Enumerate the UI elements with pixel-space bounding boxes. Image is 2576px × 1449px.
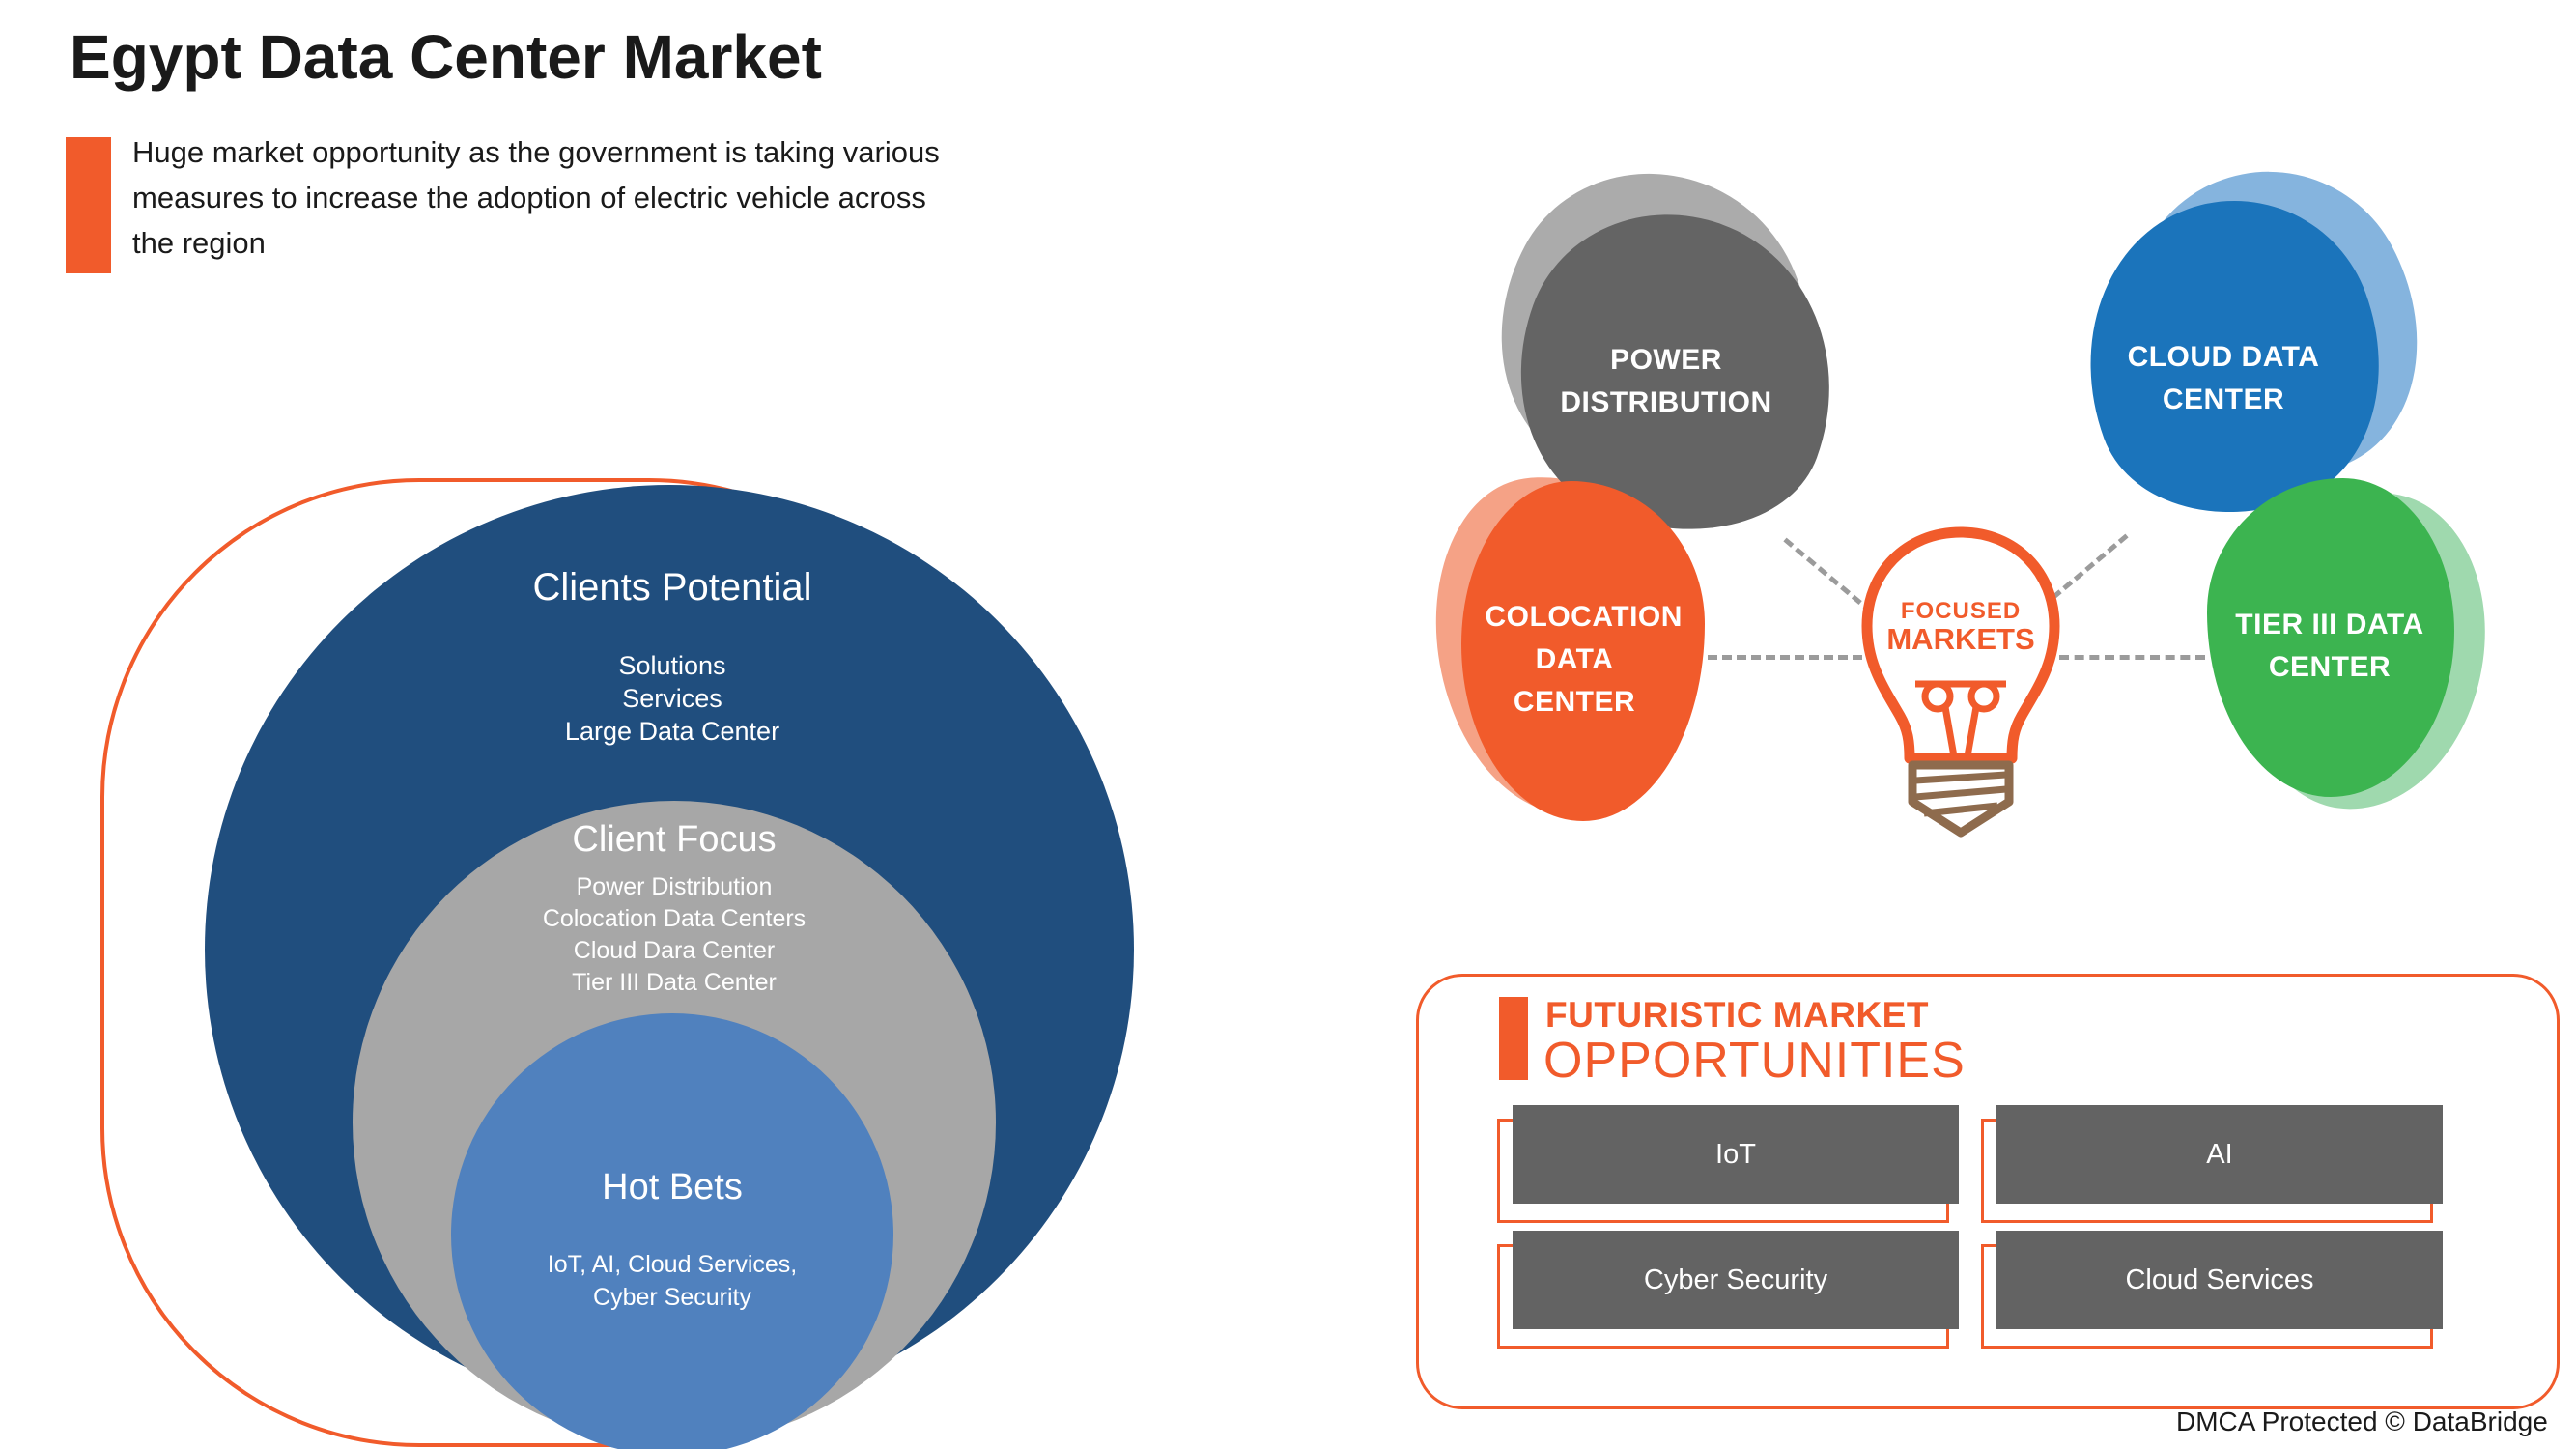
list-item: Cloud Dara Center bbox=[573, 937, 776, 964]
cyber-security-button: Cyber Security bbox=[1513, 1231, 1959, 1329]
colocation-data-center-label: COLOCATION DATA CENTER bbox=[1485, 601, 1683, 718]
cloud-services-button: Cloud Services bbox=[1996, 1231, 2443, 1329]
list-item: IoT, AI, Cloud Services, bbox=[547, 1251, 798, 1278]
ai-button: AI bbox=[1996, 1105, 2443, 1204]
lightbulb-filament-icon bbox=[1915, 680, 2006, 757]
list-item: Tier III Data Center bbox=[572, 969, 777, 996]
dmca-watermark: DMCA Protected © DataBridge bbox=[2176, 1406, 2548, 1436]
subtitle-line-1: Huge market opportunity as the governmen… bbox=[132, 135, 940, 169]
subtitle-line-3: the region bbox=[132, 226, 266, 260]
list-item: Power Distribution bbox=[576, 873, 773, 900]
hot-bets-items: IoT, AI, Cloud Services, Cyber Security bbox=[548, 1248, 797, 1314]
tier-iii-data-center-label: TIER III DATA CENTER bbox=[2235, 609, 2424, 683]
list-item: Large Data Center bbox=[564, 717, 780, 746]
lightbulb-icon: FOCUSED MARKETS bbox=[1861, 526, 2060, 838]
ai-button-label: AI bbox=[2206, 1138, 2233, 1170]
cloud-data-center-label: CLOUD DATA CENTER bbox=[2127, 341, 2320, 415]
page-title: Egypt Data Center Market bbox=[70, 22, 822, 92]
subtitle: Huge market opportunity as the governmen… bbox=[132, 129, 940, 266]
opportunities-title-line2: OPPORTUNITIES bbox=[1543, 1033, 1966, 1089]
client-focus-title: Client Focus bbox=[572, 819, 777, 860]
hot-bets-title: Hot Bets bbox=[602, 1167, 743, 1208]
connector-east-dashed-line bbox=[2059, 655, 2205, 660]
hot-bets-circle bbox=[451, 1013, 893, 1449]
iot-button-label: IoT bbox=[1715, 1138, 1756, 1170]
connector-west-dashed-line bbox=[1708, 655, 1862, 660]
clients-potential-title: Clients Potential bbox=[532, 566, 812, 609]
opportunities-accent-bar bbox=[1499, 997, 1528, 1080]
cloud-services-button-label: Cloud Services bbox=[2125, 1264, 2314, 1295]
list-item: Services bbox=[622, 684, 722, 713]
list-item: Colocation Data Centers bbox=[542, 905, 807, 932]
lightbulb-globe bbox=[1861, 526, 2060, 764]
subtitle-accent-bar bbox=[66, 137, 111, 273]
subtitle-line-2: measures to increase the adoption of ele… bbox=[132, 181, 926, 214]
focused-markets-label-line1: FOCUSED bbox=[1901, 598, 2021, 624]
tier-iii-data-center-blob bbox=[2207, 478, 2454, 797]
opportunities-title-line1: FUTURISTIC MARKET bbox=[1545, 995, 1929, 1035]
list-item: Cyber Security bbox=[593, 1284, 751, 1311]
client-focus-items: Power Distribution Colocation Data Cente… bbox=[543, 871, 806, 999]
clients-potential-items: Solutions Services Large Data Center bbox=[565, 649, 779, 748]
list-item: Solutions bbox=[618, 651, 726, 680]
cyber-security-button-label: Cyber Security bbox=[1643, 1264, 1828, 1295]
iot-button: IoT bbox=[1513, 1105, 1959, 1204]
power-distribution-label: POWER DISTRIBUTION bbox=[1560, 344, 1772, 418]
focused-markets-label-line2: MARKETS bbox=[1886, 622, 2034, 656]
lightbulb-base-threads bbox=[1914, 771, 2007, 817]
colocation-data-center-blob bbox=[1461, 481, 1705, 821]
